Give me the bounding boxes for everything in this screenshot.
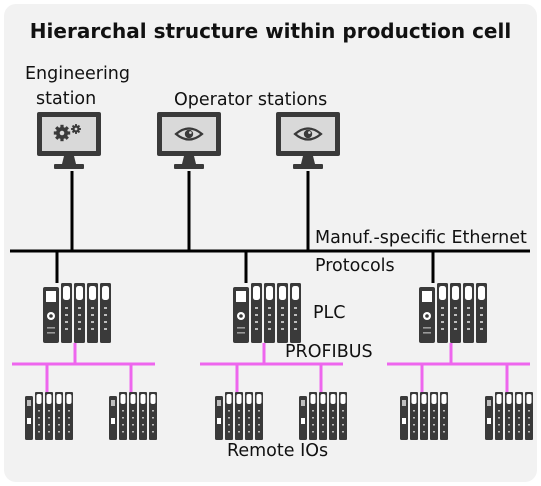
remote-ios-label: Remote IOs <box>227 441 329 461</box>
ethernet-label: Manuf.-specific Ethernet <box>315 228 527 248</box>
protocols-label: Protocols <box>315 256 395 276</box>
operator-station-1-eye-monitor-icon <box>157 112 221 169</box>
engineering-station-gears-monitor-icon <box>37 112 101 169</box>
plc-label: PLC <box>313 303 346 323</box>
remote-io-1-remote-io-module-icon <box>25 392 73 440</box>
plc-2-plc-module-icon <box>233 283 301 343</box>
plc-3-plc-module-icon <box>419 283 487 343</box>
remote-io-6-remote-io-module-icon <box>485 392 533 440</box>
plc-1-plc-module-icon <box>43 283 111 343</box>
diagram-panel <box>4 4 537 482</box>
operator-station-2-eye-monitor-icon <box>276 112 340 169</box>
profibus-bus <box>12 343 530 392</box>
diagram-title: Hierarchal structure within production c… <box>29 19 512 43</box>
remote-io-3-remote-io-module-icon <box>215 392 263 440</box>
engineering-station-label-line1: Engineering <box>25 64 130 84</box>
remote-io-4-remote-io-module-icon <box>299 392 347 440</box>
engineering-station-label-line2: station <box>36 89 97 109</box>
remote-io-2-remote-io-module-icon <box>109 392 157 440</box>
ethernet-bus <box>10 171 530 283</box>
operator-stations-label: Operator stations <box>174 90 328 110</box>
remote-io-5-remote-io-module-icon <box>400 392 448 440</box>
profibus-label: PROFIBUS <box>285 342 373 362</box>
